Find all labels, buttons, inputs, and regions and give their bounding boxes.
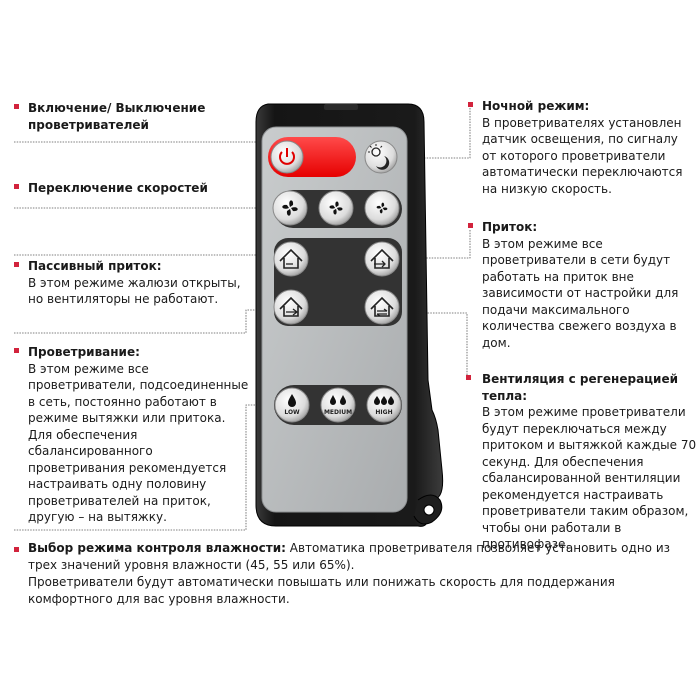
drops-three-icon xyxy=(374,396,394,405)
leader-inflow xyxy=(404,230,471,259)
bullet-speed xyxy=(14,184,19,189)
house-recovery-icon xyxy=(370,296,394,317)
humidity-medium-label: MEDIUM xyxy=(324,409,352,416)
callout-passive: Пассивный приток: В этом режиме жалюзи о… xyxy=(28,258,253,308)
speed-medium-button xyxy=(318,190,354,226)
callout-humidity: Выбор режима контроля влажности: Автомат… xyxy=(28,540,688,608)
callout-humidity-line2: Проветриватели будут автоматически повыш… xyxy=(28,575,615,606)
callout-humidity-line1: Выбор режима контроля влажности: Автомат… xyxy=(28,540,688,574)
house-exhaust-icon xyxy=(279,296,303,317)
house-inflow-icon xyxy=(370,248,394,269)
sun-moon-icon xyxy=(368,144,390,170)
callout-airing-title: Проветривание: xyxy=(28,345,140,359)
callout-passive-title: Пассивный приток: xyxy=(28,259,162,273)
callout-humidity-text1: Автоматика проветривателя позволяет уста… xyxy=(28,541,671,572)
passive-inflow-button xyxy=(273,241,309,277)
humidity-high-label: HIGH xyxy=(375,409,392,416)
bullet-humidity xyxy=(14,547,19,552)
callout-recovery: Вентиляция с регенерацией тепла: В этом … xyxy=(482,371,698,553)
callout-airing-body: В этом режиме все проветриватели, подсое… xyxy=(28,361,249,525)
leader-humidity xyxy=(14,404,276,531)
bullet-night xyxy=(468,102,473,107)
humidity-high-button: HIGH xyxy=(366,387,402,423)
callout-speed: Переключение скоростей xyxy=(28,180,248,197)
recovery-button xyxy=(364,289,400,325)
drops-icon xyxy=(330,395,346,405)
callout-night: Ночной режим: В проветривателях установл… xyxy=(482,98,692,197)
callout-inflow-title: Приток: xyxy=(482,220,538,234)
bullet-power xyxy=(14,104,19,109)
bullet-passive xyxy=(14,262,19,267)
airing-button xyxy=(273,289,309,325)
inflow-button xyxy=(364,241,400,277)
callout-speed-title: Переключение скоростей xyxy=(28,181,208,195)
callout-power: Включение/ Выключение проветривателей xyxy=(28,100,228,133)
bullet-inflow xyxy=(468,223,473,228)
callout-power-title: Включение/ Выключение проветривателей xyxy=(28,101,206,132)
speed-low-button xyxy=(364,190,400,226)
callout-night-title: Ночной режим: xyxy=(482,99,590,113)
humidity-low-label: LOW xyxy=(284,409,300,416)
leader-airing xyxy=(14,309,270,334)
speed-high-button xyxy=(272,190,308,226)
callout-inflow: Приток: В этом режиме все проветриватели… xyxy=(482,219,697,351)
bullet-recovery xyxy=(466,375,471,380)
ir-window xyxy=(324,104,358,110)
humidity-medium-button: MEDIUM xyxy=(320,387,356,423)
house-icon xyxy=(279,248,303,269)
drop-icon xyxy=(288,394,296,407)
leader-night xyxy=(400,108,471,159)
power-icon xyxy=(279,148,295,165)
callout-night-body: В проветривателях установлен датчик осве… xyxy=(482,115,683,196)
callout-humidity-title: Выбор режима контроля влажности: xyxy=(28,541,286,555)
fan-icon xyxy=(282,200,388,216)
bullet-airing xyxy=(14,348,19,353)
callout-recovery-title: Вентиляция с регенерацией тепла: xyxy=(482,372,679,403)
humidity-low-button: LOW xyxy=(274,387,310,423)
callout-passive-body: В этом режиме жалюзи открыты, но вентиля… xyxy=(28,275,241,307)
callout-airing: Проветривание: В этом режиме все проветр… xyxy=(28,344,250,526)
callout-inflow-body: В этом режиме все проветриватели в сети … xyxy=(482,236,679,350)
callout-recovery-body: В этом режиме проветриватели будут перек… xyxy=(482,405,697,551)
